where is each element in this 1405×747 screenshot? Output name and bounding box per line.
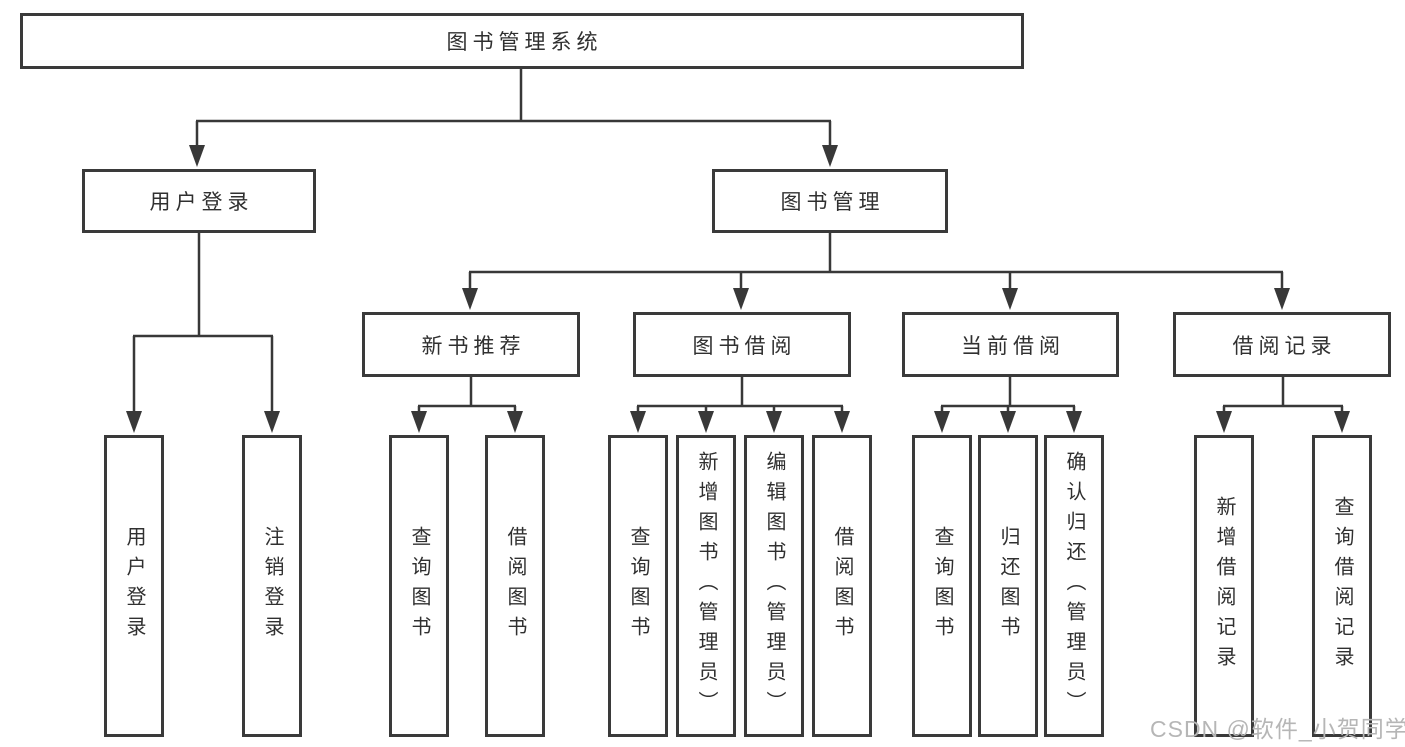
leaf-user-login: 用户登录 xyxy=(104,435,164,737)
csdn-watermark: CSDN @软件_小贺同学 xyxy=(1150,716,1405,742)
node-new-book-recommend: 新书推荐 xyxy=(362,312,580,377)
leaf-current-query-book: 查询图书 xyxy=(912,435,972,737)
leaf-recommend-borrow-book: 借阅图书 xyxy=(485,435,545,737)
leaf-borrow-query-book: 查询图书 xyxy=(608,435,668,737)
leaf-record-query-record: 查询借阅记录 xyxy=(1312,435,1372,737)
leaf-recommend-query-book: 查询图书 xyxy=(389,435,449,737)
leaf-borrow-borrow-book: 借阅图书 xyxy=(812,435,872,737)
node-current-borrow: 当前借阅 xyxy=(902,312,1119,377)
leaf-borrow-edit-book-admin: 编辑图书（管理员） xyxy=(744,435,804,737)
node-user-login: 用户登录 xyxy=(82,169,316,233)
node-root: 图书管理系统 xyxy=(20,13,1024,69)
leaf-record-add-record: 新增借阅记录 xyxy=(1194,435,1254,737)
leaf-current-confirm-return-admin: 确认归还（管理员） xyxy=(1044,435,1104,737)
node-book-management: 图书管理 xyxy=(712,169,948,233)
leaf-borrow-add-book-admin: 新增图书（管理员） xyxy=(676,435,736,737)
leaf-current-return-book: 归还图书 xyxy=(978,435,1038,737)
leaf-logout: 注销登录 xyxy=(242,435,302,737)
arrowhead-icons xyxy=(126,145,1350,433)
node-book-borrow: 图书借阅 xyxy=(633,312,851,377)
node-borrow-records: 借阅记录 xyxy=(1173,312,1391,377)
